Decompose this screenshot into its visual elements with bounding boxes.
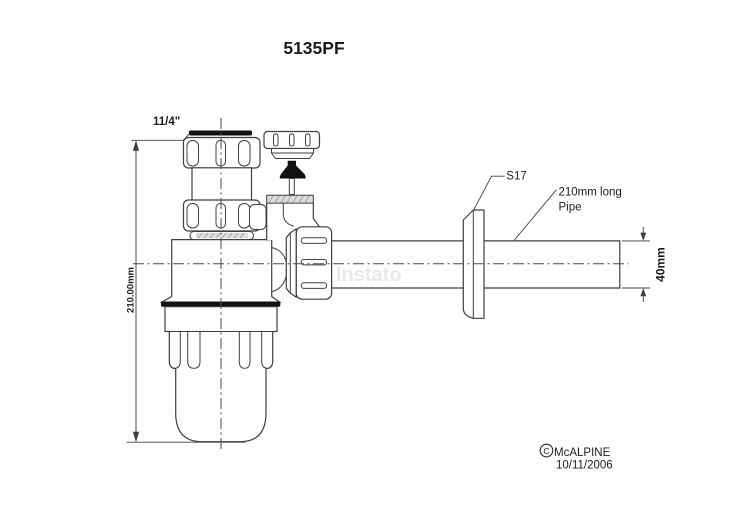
trap-body bbox=[160, 239, 288, 304]
pipe-note-line2: Pipe bbox=[559, 202, 582, 214]
flange-callout: S17 bbox=[473, 171, 527, 211]
copyright-circle bbox=[539, 443, 554, 458]
compression-nut bbox=[182, 199, 261, 232]
plug-cap-nut bbox=[263, 130, 321, 150]
inlet-nut bbox=[182, 136, 261, 169]
plug-cone-base bbox=[279, 176, 306, 179]
copyright-block: C McALPINE 10/11/2006 bbox=[539, 443, 613, 472]
page-title: 5135PF bbox=[283, 38, 345, 58]
plug-pin bbox=[288, 178, 295, 195]
inlet-size-label: 11/4" bbox=[153, 116, 180, 128]
copyright-letter: C bbox=[543, 446, 549, 456]
outlet-boss bbox=[271, 247, 288, 293]
brand-name: McALPINE bbox=[554, 447, 611, 459]
drain-plug bbox=[263, 130, 321, 195]
elbow-inlet-washer bbox=[266, 194, 314, 204]
drawing-date: 10/11/2006 bbox=[556, 460, 613, 472]
pipe-note-line1: 210mm long bbox=[559, 187, 622, 199]
watermark-text: Instato bbox=[336, 264, 402, 286]
outlet-nut bbox=[295, 226, 333, 300]
elbow-outlet bbox=[249, 194, 321, 241]
height-dimension: 210.00mm bbox=[126, 133, 246, 443]
plug-cone-washer bbox=[280, 160, 306, 178]
elbow-side-stub bbox=[249, 204, 267, 230]
diameter-dimension: 40mm bbox=[622, 227, 668, 302]
outlet-olive bbox=[285, 228, 297, 298]
trap-inlet-tube bbox=[191, 167, 253, 201]
pipe-callout: 210mm long Pipe bbox=[513, 187, 622, 241]
plug-flange bbox=[271, 148, 314, 159]
height-dimension-label: 210.00mm bbox=[126, 267, 137, 313]
flange-code-label: S17 bbox=[506, 171, 526, 183]
collar-washer bbox=[189, 231, 254, 241]
bottle-trap bbox=[160, 130, 288, 443]
diameter-dimension-label: 40mm bbox=[654, 247, 668, 282]
